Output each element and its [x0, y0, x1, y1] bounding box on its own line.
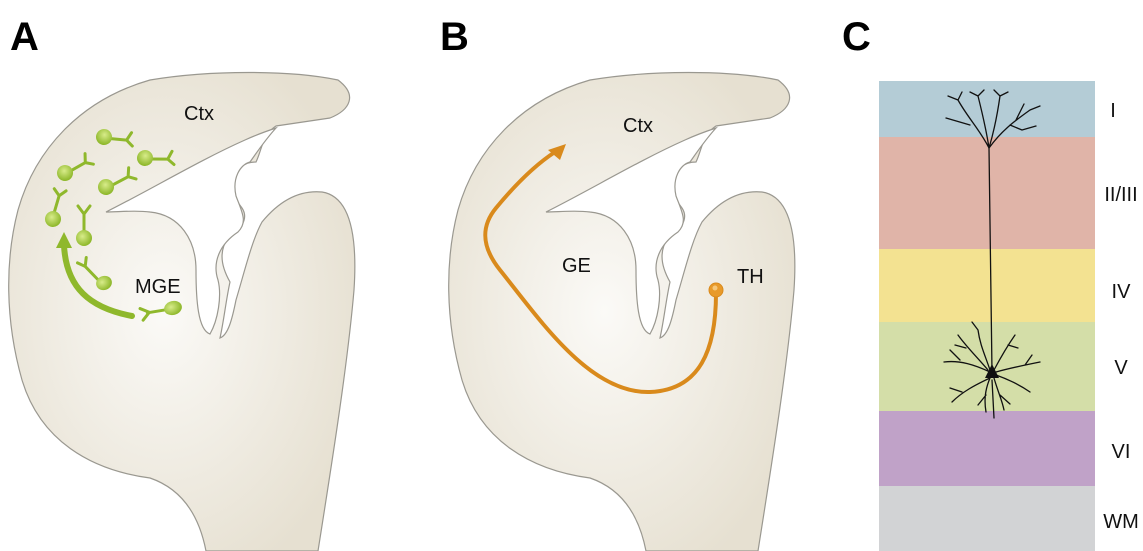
mge-label: MGE — [135, 276, 181, 298]
layer-label-4: V — [1114, 357, 1128, 379]
panel-b: B Ctx GE TH — [440, 15, 795, 551]
ctx-label-a: Ctx — [184, 103, 214, 125]
panel-b-letter: B — [440, 15, 469, 59]
layer-band-1 — [879, 81, 1095, 137]
panel-a-letter: A — [10, 15, 39, 59]
ge-label: GE — [562, 255, 591, 277]
layer-label-2: II/III — [1104, 184, 1137, 206]
brain-section-b — [449, 73, 795, 551]
layer-label-6: WM — [1103, 511, 1139, 533]
layer-label-5: VI — [1112, 441, 1131, 463]
layer-band-5 — [879, 411, 1095, 486]
brain-section-a — [9, 73, 355, 551]
panel-a: A Ctx MGE — [9, 15, 355, 551]
layer-band-3 — [879, 249, 1095, 322]
panel-c: C I II/III IV V VI WM — [842, 15, 1139, 551]
ctx-label-b: Ctx — [623, 115, 653, 137]
layer-band-4 — [879, 322, 1095, 411]
layer-label-1: I — [1110, 100, 1116, 122]
layer-band-2 — [879, 137, 1095, 249]
panel-c-letter: C — [842, 15, 871, 59]
layer-label-3: IV — [1112, 281, 1132, 303]
thalamic-neuron-highlight — [713, 286, 718, 291]
th-label: TH — [737, 266, 764, 288]
layer-band-6 — [879, 486, 1095, 551]
